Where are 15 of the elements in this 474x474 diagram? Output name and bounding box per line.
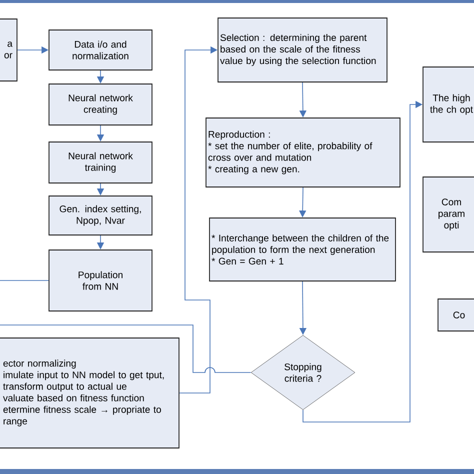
- process-box: Neural network creating: [48, 84, 152, 126]
- process-box: * Interchange between the children of the population to form the next generation * Gen = Gen + 1: [209, 218, 396, 282]
- process-box: a or: [0, 18, 18, 82]
- process-box: The high the ch opt: [422, 66, 474, 142]
- process-box: Neural network training: [48, 142, 152, 184]
- process-box: Population from NN: [48, 250, 152, 312]
- process-box: Data i/o and normalization: [48, 30, 152, 70]
- process-box: ector normalizing imulate input to NN model to get tput, transform output to actual ue valuate based on fitness function etermine fitness scale → propriate to range: [0, 338, 180, 448]
- process-box: Com param opti: [422, 176, 474, 252]
- process-box: Co: [438, 298, 474, 332]
- process-box: Gen. index setting, Npop, Nvar: [48, 196, 152, 236]
- process-box: Selection : determining the parent based on the scale of the fitness value by using the selection function: [218, 18, 388, 82]
- process-box: Reproduction : * set the number of elite, probability of cross over and mutation * creating a new gen.: [206, 118, 400, 188]
- connector-line: [0, 280, 49, 281]
- connector-line: [0, 324, 252, 373]
